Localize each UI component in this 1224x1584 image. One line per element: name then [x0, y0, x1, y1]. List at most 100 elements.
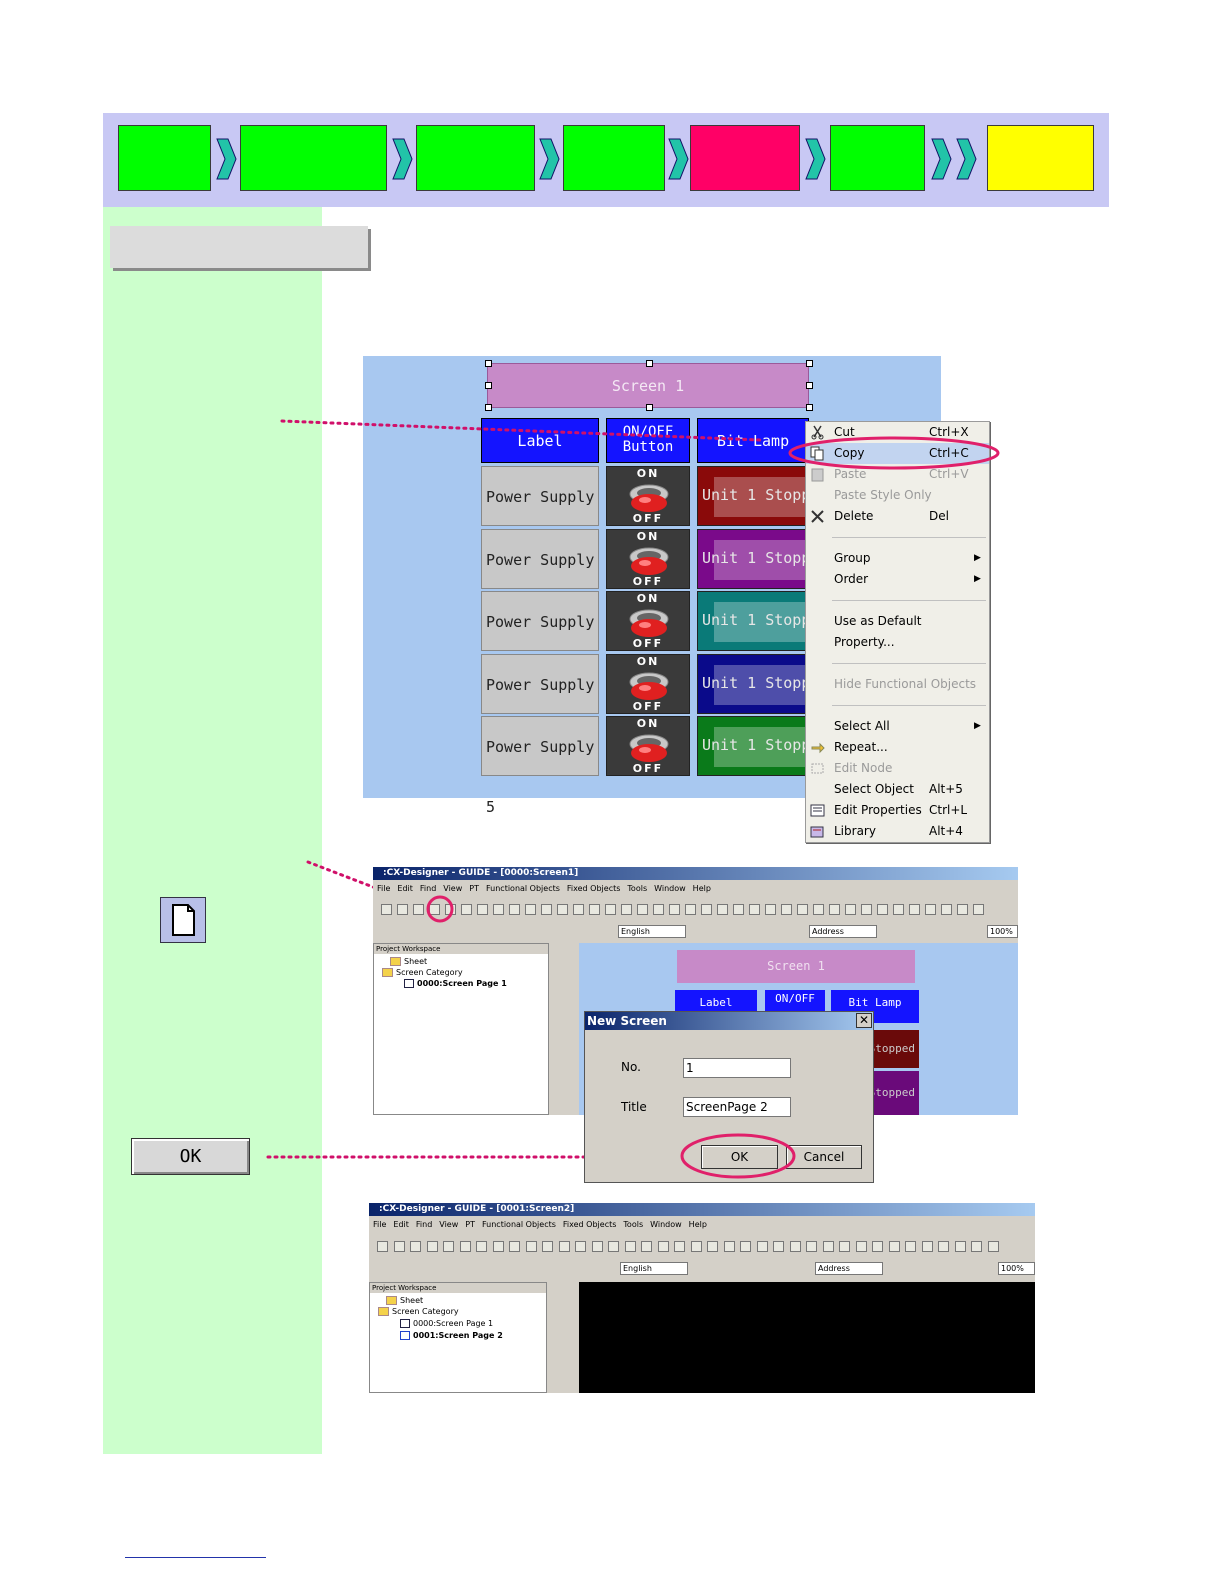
toolbar-button[interactable]	[525, 904, 536, 915]
toolbar-button[interactable]	[861, 904, 872, 915]
dialog-title-input[interactable]: ScreenPage 2	[683, 1097, 791, 1117]
toolbar-button[interactable]	[733, 904, 744, 915]
toolbar-button[interactable]	[925, 904, 936, 915]
language-select[interactable]: English	[618, 925, 686, 938]
new-screen-button-large[interactable]	[160, 897, 206, 943]
bit-lamp-cell[interactable]: Unit 1 Stopped	[697, 528, 809, 589]
tree-sheet[interactable]: Sheet	[386, 1296, 423, 1305]
toolbar-button[interactable]	[573, 904, 584, 915]
menu-help[interactable]: Help	[688, 1220, 707, 1229]
toolbar-button[interactable]	[813, 904, 824, 915]
toolbar-button[interactable]	[789, 1241, 801, 1252]
selection-handle[interactable]	[485, 360, 492, 367]
toolbar-button[interactable]	[909, 904, 920, 915]
toolbar-button[interactable]	[589, 904, 600, 915]
toolbar-button[interactable]	[957, 904, 968, 915]
toolbar-button[interactable]	[701, 904, 712, 915]
toolbar-button[interactable]	[605, 904, 616, 915]
menu-item-repeat[interactable]: Repeat...	[806, 737, 989, 758]
toolbar-button[interactable]	[749, 904, 760, 915]
header-label[interactable]: Label	[481, 418, 599, 463]
bit-lamp-cell[interactable]: Unit 1 Stopped	[697, 653, 809, 714]
toolbar-button[interactable]	[413, 904, 424, 915]
bit-lamp-cell[interactable]: Unit 1 Stopped	[697, 591, 809, 651]
tree-category[interactable]: Screen Category	[382, 968, 463, 977]
toolbar-button[interactable]	[657, 1241, 669, 1252]
menu-item-order[interactable]: Order ▶	[806, 569, 989, 590]
selection-handle[interactable]	[806, 382, 813, 389]
menu-functional-objects[interactable]: Functional Objects	[485, 884, 560, 893]
toolbar-button[interactable]	[921, 1241, 933, 1252]
selection-handle[interactable]	[806, 360, 813, 367]
tree-page1[interactable]: 0000:Screen Page 1	[404, 979, 507, 988]
address-select[interactable]: Address	[815, 1262, 883, 1275]
toolbar-button[interactable]	[624, 1241, 636, 1252]
menu-window[interactable]: Window	[650, 1220, 682, 1229]
toolbar-button[interactable]	[893, 904, 904, 915]
toolbar-button[interactable]	[829, 904, 840, 915]
toolbar-button[interactable]	[669, 904, 680, 915]
menu-item-select-object[interactable]: Select Object Alt+5	[806, 779, 989, 800]
language-select[interactable]: English	[620, 1262, 688, 1275]
toolbar-button[interactable]	[492, 1241, 504, 1252]
address-select[interactable]: Address	[809, 925, 877, 938]
menu-fixed-objects[interactable]: Fixed Objects	[566, 884, 621, 893]
toolbar-button[interactable]	[765, 904, 776, 915]
toolbar-button[interactable]	[806, 1241, 817, 1252]
toolbar-button[interactable]	[797, 904, 808, 915]
toolbar-button[interactable]	[393, 1241, 405, 1252]
toolbar-button[interactable]	[397, 904, 408, 915]
menu-functional-objects[interactable]: Functional Objects	[481, 1220, 556, 1229]
menu-item-delete[interactable]: Delete Del	[806, 506, 989, 527]
menu-file[interactable]: File	[377, 884, 391, 893]
toolbar-button[interactable]	[740, 1241, 751, 1252]
toolbar-button[interactable]	[377, 1241, 388, 1252]
toolbar-button[interactable]	[476, 1241, 487, 1252]
zoom-select[interactable]: 100%	[998, 1262, 1035, 1275]
selection-handle[interactable]	[646, 360, 653, 367]
toolbar-button[interactable]	[685, 904, 696, 915]
toolbar-button[interactable]	[781, 904, 792, 915]
toolbar-button[interactable]	[637, 904, 648, 915]
toolbar-button[interactable]	[717, 904, 728, 915]
toolbar-button[interactable]	[773, 1241, 784, 1252]
toolbar-button[interactable]	[477, 904, 488, 915]
tree-category[interactable]: Screen Category	[378, 1307, 459, 1316]
menu-find[interactable]: Find	[415, 1220, 433, 1229]
tree-page1[interactable]: 0000:Screen Page 1	[400, 1319, 493, 1328]
menu-find[interactable]: Find	[419, 884, 437, 893]
zoom-select[interactable]: 100%	[987, 925, 1018, 938]
menu-help[interactable]: Help	[692, 884, 711, 893]
menu-item-paste-style[interactable]: Paste Style Only	[806, 485, 989, 506]
toolbar-button[interactable]	[557, 904, 568, 915]
menu-window[interactable]: Window	[654, 884, 686, 893]
menu-item-library[interactable]: Library Alt+4	[806, 821, 989, 842]
toolbar-button[interactable]	[426, 1241, 438, 1252]
menu-item-use-default[interactable]: Use as Default	[806, 611, 989, 632]
dialog-close-button[interactable]: ✕	[856, 1013, 872, 1028]
toolbar-button[interactable]	[575, 1241, 586, 1252]
toolbar-button[interactable]	[558, 1241, 570, 1252]
canvas-screen-title[interactable]: Screen 1	[677, 950, 915, 983]
menu-fixed-objects[interactable]: Fixed Objects	[562, 1220, 617, 1229]
toolbar-button[interactable]	[872, 1241, 883, 1252]
ok-button-large[interactable]: OK	[131, 1138, 250, 1175]
menu-item-property[interactable]: Property...	[806, 632, 989, 653]
toolbar-button[interactable]	[608, 1241, 619, 1252]
toolbar-button[interactable]	[707, 1241, 718, 1252]
toolbar-button[interactable]	[973, 904, 984, 915]
menu-item-edit-properties[interactable]: Edit Properties Ctrl+L	[806, 800, 989, 821]
toolbar-button[interactable]	[845, 904, 856, 915]
toolbar-button[interactable]	[443, 1241, 454, 1252]
toolbar-button[interactable]	[905, 1241, 916, 1252]
toolbar-button[interactable]	[723, 1241, 735, 1252]
toolbar-button[interactable]	[971, 1241, 982, 1252]
menu-item-hide-functional[interactable]: Hide Functional Objects	[806, 674, 989, 695]
toolbar-button[interactable]	[839, 1241, 850, 1252]
toolbar-button[interactable]	[756, 1241, 768, 1252]
row-label-cell[interactable]: Power Supply 5	[481, 716, 599, 816]
menu-pt[interactable]: PT	[465, 1220, 475, 1229]
menu-item-edit-node[interactable]: Edit Node	[806, 758, 989, 779]
